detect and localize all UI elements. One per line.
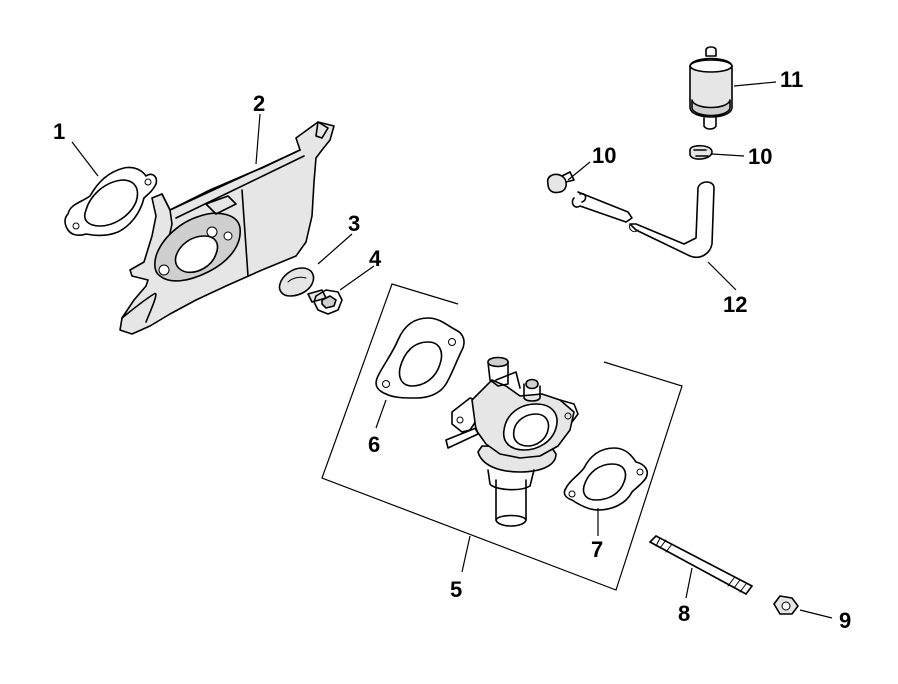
part-4-bolt (307, 289, 343, 315)
part-6-gasket (375, 317, 465, 399)
part-9-nut (773, 595, 799, 615)
leader-6 (375, 399, 387, 429)
callout-12: 12 (723, 292, 747, 317)
callout-labels: 1 2 3 4 5 6 7 8 9 10 10 11 12 (53, 67, 851, 633)
part-1-gasket (64, 166, 158, 237)
callout-10-left: 10 (592, 143, 616, 168)
part-11-fuel-filter (689, 46, 733, 130)
callout-6: 6 (368, 432, 380, 457)
leader-2 (255, 113, 261, 165)
leader-12 (707, 261, 737, 291)
leader-lines (71, 81, 833, 619)
leader-9 (799, 609, 833, 619)
callout-8: 8 (678, 601, 690, 626)
part-5-carburetor (445, 356, 579, 527)
part-10-clamp-right (689, 144, 713, 160)
callout-9: 9 (839, 608, 851, 633)
callout-11: 11 (780, 67, 803, 92)
part-8-stud (649, 535, 753, 595)
leader-4 (339, 265, 375, 291)
callout-4: 4 (369, 246, 382, 271)
callout-1: 1 (53, 119, 65, 144)
callout-7: 7 (591, 537, 603, 562)
part-10-clamp-left (546, 171, 575, 194)
leader-8 (685, 567, 693, 599)
leader-1 (71, 141, 99, 177)
part-3-seal (278, 267, 315, 297)
leader-3 (317, 233, 353, 265)
callout-3: 3 (348, 211, 360, 236)
callout-2: 2 (253, 91, 265, 116)
callout-10-right: 10 (748, 144, 772, 169)
part-5-group-box (321, 283, 683, 591)
part-12-fuel-line (571, 181, 715, 259)
leader-10b (711, 153, 745, 157)
leader-10a (567, 161, 591, 181)
part-2-air-baffle (119, 121, 335, 335)
part-7-gasket (563, 447, 649, 511)
leader-11 (733, 81, 777, 87)
leader-5 (461, 535, 471, 573)
callout-5: 5 (450, 577, 462, 602)
